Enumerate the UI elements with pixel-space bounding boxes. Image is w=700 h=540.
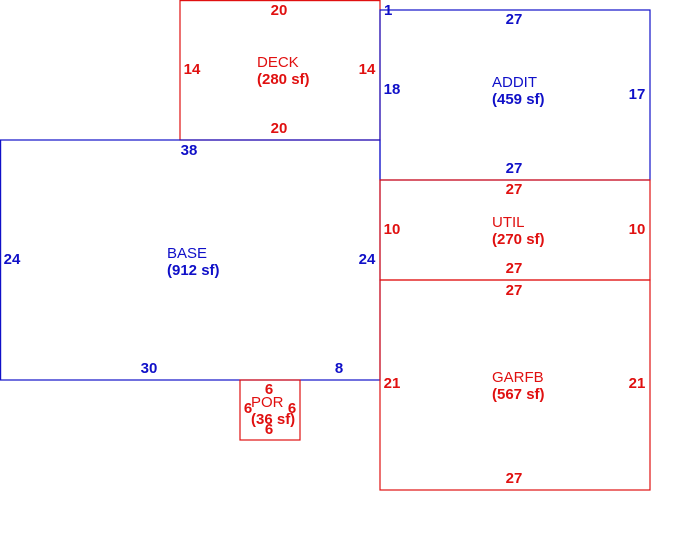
deck-dim-top: 20 xyxy=(271,2,288,19)
por-dim-left: 6 xyxy=(244,400,252,417)
util-dim-left: 10 xyxy=(384,221,401,238)
util-dim-top: 27 xyxy=(506,181,523,198)
deck-area: (280 sf) xyxy=(257,71,310,88)
addit-area: (459 sf) xyxy=(492,91,545,108)
deck-label: DECK xyxy=(257,54,299,71)
util-section: 27 27 10 10 UTIL (270 sf) xyxy=(379,179,651,281)
deck-section: 20 20 14 14 DECK (280 sf) xyxy=(179,0,381,141)
garfb-dim-left: 21 xyxy=(384,375,401,392)
garfb-dim-right: 21 xyxy=(629,375,646,392)
garfb-section: 27 27 21 21 GARFB (567 sf) xyxy=(379,279,651,491)
base-dim-bottom-right: 8 xyxy=(335,360,343,377)
deck-dim-bottom: 20 xyxy=(271,120,288,137)
garfb-area: (567 sf) xyxy=(492,386,545,403)
util-label: UTIL xyxy=(492,214,525,231)
por-outline xyxy=(239,379,301,441)
addit-section: 1 27 27 18 17 ADDIT (459 sf) xyxy=(379,2,651,181)
util-area: (270 sf) xyxy=(492,231,545,248)
garfb-dim-top: 27 xyxy=(506,282,523,299)
por-section: 6 6 6 6 POR (36 sf) xyxy=(239,379,301,441)
addit-label: ADDIT xyxy=(492,74,537,91)
util-dim-bottom: 27 xyxy=(506,260,523,277)
addit-dim-top: 27 xyxy=(506,11,523,28)
addit-dim-right: 17 xyxy=(629,86,646,103)
addit-dim-corner: 1 xyxy=(384,2,392,19)
addit-dim-bottom: 27 xyxy=(506,160,523,177)
garfb-dim-bottom: 27 xyxy=(506,470,523,487)
garfb-label: GARFB xyxy=(492,369,544,386)
util-dim-right: 10 xyxy=(629,221,646,238)
addit-dim-left: 18 xyxy=(384,81,401,98)
garfb-outline xyxy=(379,279,651,491)
deck-dim-right: 14 xyxy=(359,61,376,78)
base-dim-bottom-left: 30 xyxy=(141,360,158,377)
por-dim-top: 6 xyxy=(265,381,273,398)
base-dim-left: 24 xyxy=(4,251,21,268)
por-area: (36 sf) xyxy=(251,411,295,428)
base-area: (912 sf) xyxy=(167,262,220,279)
base-section: 38 24 24 30 8 BASE (912 sf) xyxy=(0,139,381,381)
base-label: BASE xyxy=(167,245,207,262)
base-dim-right: 24 xyxy=(359,251,376,268)
base-dim-top: 38 xyxy=(181,142,198,159)
por-dim-bottom: 6 xyxy=(265,421,273,438)
deck-dim-left: 14 xyxy=(184,61,201,78)
por-dim-right: 6 xyxy=(288,400,296,417)
por-label: POR xyxy=(251,394,284,411)
